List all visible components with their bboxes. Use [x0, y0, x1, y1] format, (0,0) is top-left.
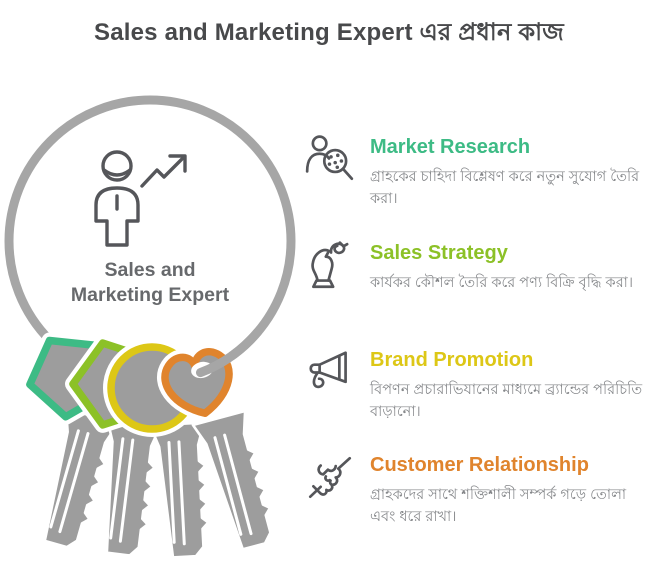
- section-sales-strategy: Sales Strategy কার্যকর কৌশল তৈরি করে পণ্…: [303, 239, 653, 295]
- section-market-research: Market Research গ্রাহকের চাহিদা বিশ্লেষণ…: [303, 133, 653, 211]
- person-magnifier-icon: [303, 133, 357, 187]
- ring-arc-overlay: [196, 327, 263, 378]
- page-title: Sales and Marketing Expert এর প্রধান কাজ: [94, 19, 564, 46]
- handshake-icon: [303, 451, 357, 505]
- section-brand-promotion: Brand Promotion বিপণন প্রচারাভিযানের মাধ…: [303, 346, 653, 424]
- section-desc-market-research: গ্রাহকের চাহিদা বিশ্লেষণ করে নতুন সুযোগ …: [370, 169, 640, 207]
- section-desc-brand-promotion: বিপণন প্রচারাভিযানের মাধ্যমে ব্র্যান্ডের…: [370, 382, 643, 420]
- megaphone-icon: [303, 346, 357, 400]
- section-desc-sales-strategy: কার্যকর কৌশল তৈরি করে পণ্য বিক্রি বৃদ্ধি…: [370, 275, 634, 291]
- chess-knight-icon: [303, 239, 357, 293]
- keyring-graphic: Sales and Marketing Expert: [4, 95, 296, 559]
- section-title-brand-promotion: Brand Promotion: [370, 349, 534, 371]
- section-customer-relationship: Customer Relationship গ্রাহকদের সাথে শক্…: [303, 451, 653, 529]
- ring-label-line1: Sales and: [104, 259, 195, 281]
- sales-growth-person-icon: [94, 150, 187, 247]
- key-shafts: [43, 407, 272, 559]
- ring-label-line2: Marketing Expert: [71, 284, 230, 306]
- section-title-sales-strategy: Sales Strategy: [370, 242, 508, 264]
- section-desc-customer-relationship: গ্রাহকদের সাথে শক্তিশালী সম্পর্ক গড়ে তো…: [370, 487, 627, 525]
- section-title-market-research: Market Research: [370, 136, 531, 158]
- section-title-customer-relationship: Customer Relationship: [370, 454, 589, 476]
